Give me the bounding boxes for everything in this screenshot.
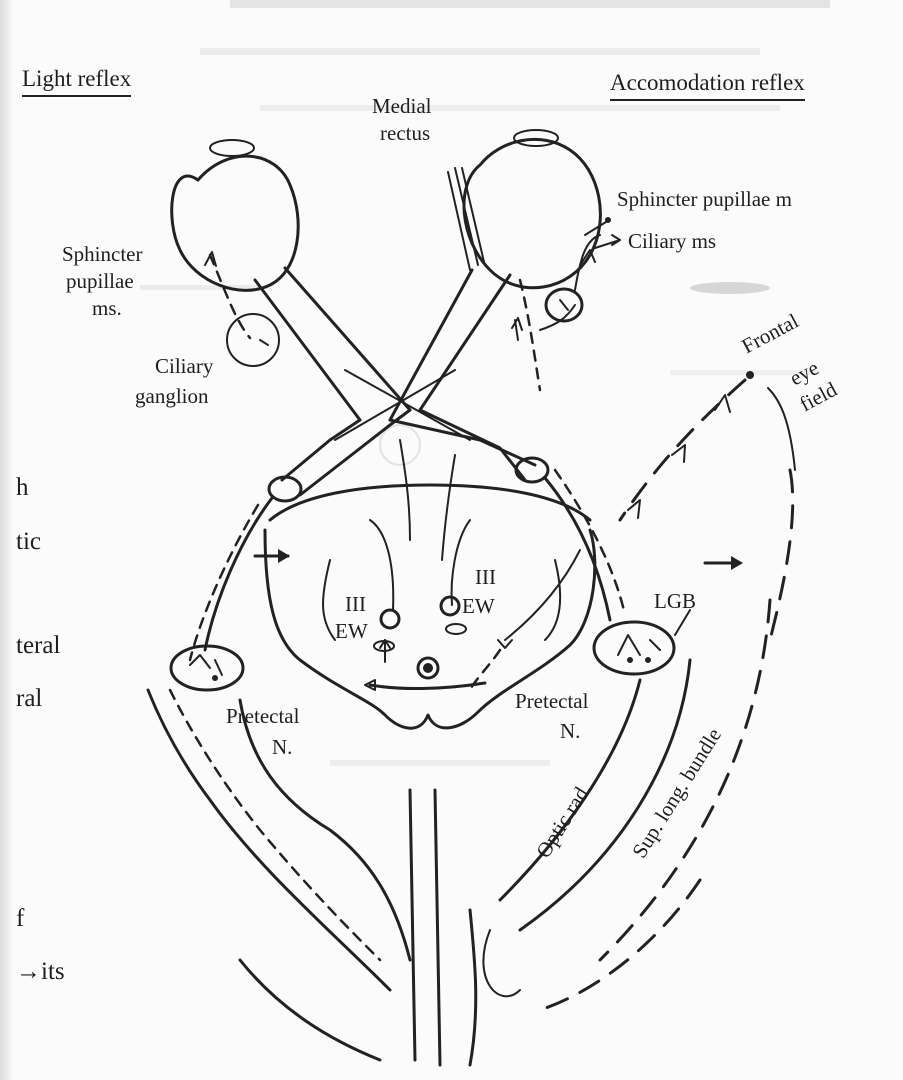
- ew-left-label: EW: [335, 620, 368, 643]
- accommodation-reflex-title: Accomodation reflex: [610, 70, 805, 101]
- ciliary-ganglion-label-1: Ciliary: [155, 355, 213, 378]
- margin-fragment: f: [16, 905, 24, 933]
- pretectal-left-label-2: N.: [272, 736, 292, 759]
- margin-fragment: h: [16, 474, 29, 502]
- iii-left-label: III: [345, 593, 366, 616]
- margin-fragment: tic: [16, 528, 41, 556]
- optic-chiasm: [269, 370, 548, 501]
- lgb-label: LGB: [654, 590, 696, 613]
- sphincter-right-label: Sphincter pupillae m: [617, 188, 792, 211]
- light-reflex-title: Light reflex: [22, 66, 131, 97]
- bleed-through: [140, 0, 830, 766]
- pretectal-right-label-2: N.: [560, 720, 580, 743]
- light-reflex-efferent: [205, 252, 279, 366]
- ew-motor-path: [365, 550, 580, 690]
- right-eye: [390, 130, 600, 420]
- ew-right-label: EW: [462, 595, 495, 618]
- margin-fragment: →its: [16, 958, 65, 986]
- margin-fragment: ral: [16, 685, 42, 713]
- ciliary-ganglion-label-2: ganglion: [135, 385, 209, 408]
- pretectal-right-label-1: Pretectal: [515, 690, 588, 713]
- iii-right-label: III: [475, 566, 496, 589]
- sphincter-left-label-1: Sphincter: [62, 243, 142, 266]
- sphincter-left-label-2: pupillae: [66, 270, 134, 293]
- ciliary-ms-label: Ciliary ms: [628, 230, 716, 253]
- sphincter-left-label-3: ms.: [92, 297, 122, 320]
- medial-rectus-label-2: rectus: [380, 122, 430, 145]
- margin-fragment: teral: [16, 632, 60, 660]
- medial-rectus-label-1: Medial: [372, 95, 431, 118]
- frontal-eye-field-pathway: [620, 371, 795, 520]
- accommodation-efferents: [512, 217, 620, 390]
- pretectal-left-label-1: Pretectal: [226, 705, 299, 728]
